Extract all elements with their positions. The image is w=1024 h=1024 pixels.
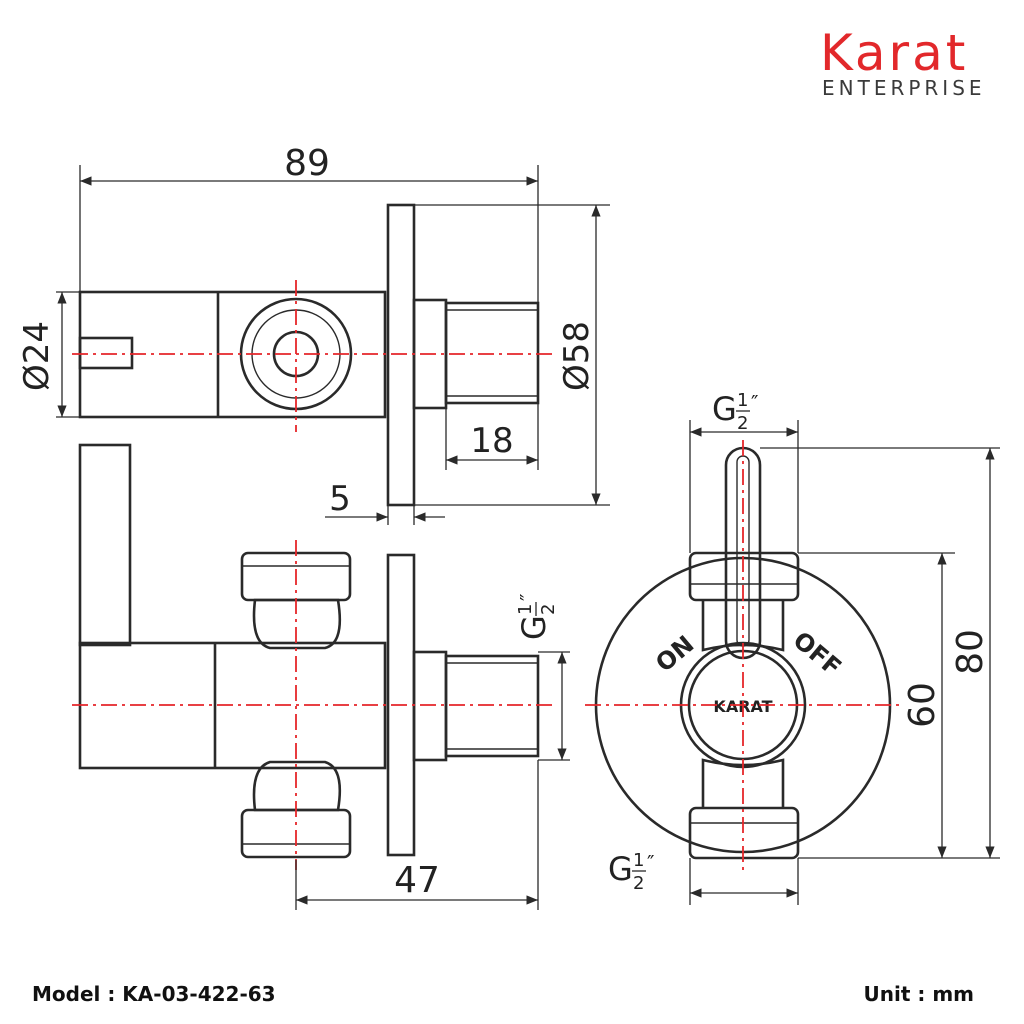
dim-80-label: 80 (950, 629, 991, 675)
dim-front-top-thread: G 1 2 ″ (689, 390, 799, 553)
side-thread-num: 1 (515, 604, 536, 615)
brand-logo: Karat (820, 24, 969, 82)
dim-side-thread: G 1 2 ″ (515, 594, 570, 761)
front-bottom-thread-den: 2 (633, 873, 644, 894)
dim-dia-24-label: Ø24 (17, 321, 57, 391)
dim-89-label: 89 (284, 143, 330, 184)
dim-60-label: 60 (902, 682, 943, 728)
side-thread-g: G (515, 615, 553, 640)
dim-60: 60 (798, 552, 955, 859)
side-thread-inch: ″ (516, 594, 540, 601)
dim-dia-58-label: Ø58 (557, 321, 597, 391)
dim-dia-58: Ø58 (414, 204, 610, 506)
unit-label: Unit : mm (863, 982, 975, 1006)
dim-18: 18 (445, 403, 539, 470)
side-top-boss (252, 598, 342, 650)
side-view (72, 443, 555, 870)
dim-5: 5 (325, 479, 445, 525)
front-view: ON OFF KARAT (585, 440, 900, 870)
dim-18-label: 18 (470, 421, 513, 461)
front-top-nut (688, 551, 800, 602)
dim-front-bottom-thread: G 1 2 ″ (608, 850, 799, 905)
side-thread-base (412, 650, 448, 762)
dim-47-label: 47 (394, 860, 440, 901)
brand-subtitle: ENTERPRISE (822, 76, 986, 100)
side-thread (444, 654, 540, 758)
front-bottom-thread-inch: ″ (647, 851, 654, 875)
side-thread-den: 2 (538, 604, 559, 615)
top-flange (386, 203, 416, 507)
dim-80: 80 (760, 447, 1000, 859)
side-handle-lever (78, 443, 132, 647)
dim-89: 89 (79, 143, 539, 303)
front-top-thread-num: 1 (737, 390, 748, 411)
top-stem (78, 336, 134, 370)
front-bottom-thread-num: 1 (633, 850, 644, 871)
front-bottom-thread-g: G (608, 850, 633, 888)
front-top-thread-g: G (712, 390, 737, 428)
front-top-thread-inch: ″ (751, 391, 758, 415)
top-view (72, 203, 555, 507)
model-label: Model : KA-03-422-63 (32, 982, 276, 1006)
side-bottom-boss (252, 760, 342, 812)
front-top-thread-den: 2 (737, 413, 748, 434)
dim-5-label: 5 (329, 479, 351, 519)
top-thread (444, 301, 540, 405)
dim-47: 47 (295, 760, 539, 910)
front-bottom-nut (688, 806, 800, 860)
dim-dia-24: Ø24 (17, 291, 80, 418)
